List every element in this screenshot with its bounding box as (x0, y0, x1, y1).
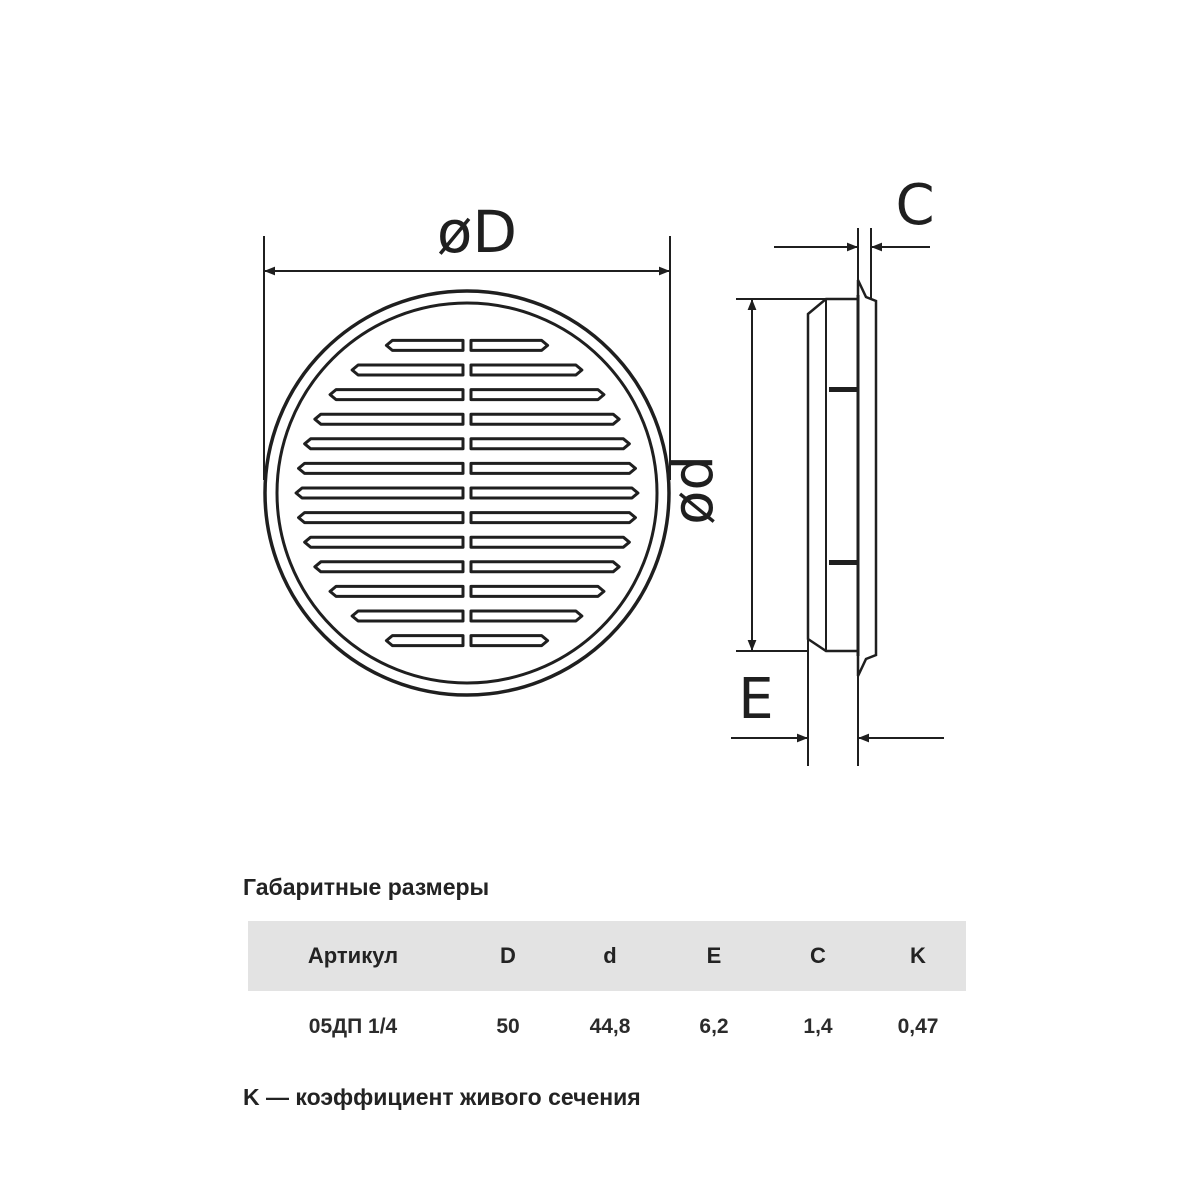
slat-opening-left (303, 437, 465, 451)
inner-diameter-dimension: ød (661, 298, 826, 652)
depth-dimension: E (731, 640, 944, 766)
flange-thickness-label: C (895, 173, 934, 238)
cell-e: 6,2 (699, 1015, 729, 1038)
grille-inner-rim (275, 301, 659, 685)
slat-opening-left (294, 486, 465, 500)
cell-article: 05ДП 1/4 (308, 1015, 398, 1038)
slat-opening-right (469, 560, 621, 574)
slat-opening-left (328, 388, 465, 402)
slat-opening-right (469, 461, 637, 475)
cell-c: 1,4 (803, 1015, 833, 1038)
slat-opening-right (469, 609, 584, 623)
dimensions-heading: Габаритные размеры (243, 874, 490, 900)
grille-slat-openings (294, 338, 640, 648)
slat-opening-right (469, 388, 606, 402)
slat-opening-left (350, 609, 465, 623)
table-header-row: Артикул D d E C K (248, 921, 966, 991)
cell-d-inner: 44,8 (589, 1015, 631, 1038)
header-k: K (870, 921, 966, 991)
grille-front-view (263, 289, 671, 697)
slat-opening-right (469, 584, 606, 598)
slat-opening-left (303, 535, 465, 549)
cell-d-outer: 50 (496, 1015, 520, 1038)
slat-opening-right (469, 363, 584, 377)
slat-opening-right (469, 634, 550, 648)
outer-diameter-dimension: øD (263, 198, 671, 480)
flange-thickness-dimension: C (774, 173, 935, 300)
header-article: Артикул (248, 921, 458, 991)
slat-opening-right (469, 437, 631, 451)
header-e: E (662, 921, 766, 991)
technical-drawing: øD ød C E (263, 173, 944, 766)
slat-opening-left (350, 363, 465, 377)
slat-opening-left (313, 412, 465, 426)
header-d-outer: D (458, 921, 558, 991)
table-row: 05ДП 1/4 50 44,8 6,2 1,4 0,47 (248, 991, 966, 1063)
grille-outer-rim (263, 289, 671, 697)
slat-opening-right (469, 486, 640, 500)
depth-label: E (738, 667, 773, 732)
slat-opening-right (469, 338, 550, 352)
slat-opening-right (469, 511, 637, 525)
dimensions-table: Артикул D d E C K 05ДП 1/4 50 44,8 6,2 1… (248, 921, 966, 1063)
header-d-inner: d (558, 921, 662, 991)
slat-opening-left (384, 338, 465, 352)
grille-side-view (806, 279, 878, 677)
cell-k: 0,47 (897, 1015, 939, 1038)
footnote: K — коэффициент живого сечения (243, 1084, 641, 1110)
inner-diameter-label: ød (661, 455, 726, 525)
header-c: C (766, 921, 870, 991)
outer-diameter-label: øD (437, 198, 517, 266)
slat-opening-right (469, 535, 631, 549)
slat-opening-left (297, 461, 465, 475)
slat-opening-right (469, 412, 621, 426)
slat-opening-left (297, 511, 465, 525)
slat-opening-left (384, 634, 465, 648)
slat-opening-left (328, 584, 465, 598)
slat-opening-left (313, 560, 465, 574)
